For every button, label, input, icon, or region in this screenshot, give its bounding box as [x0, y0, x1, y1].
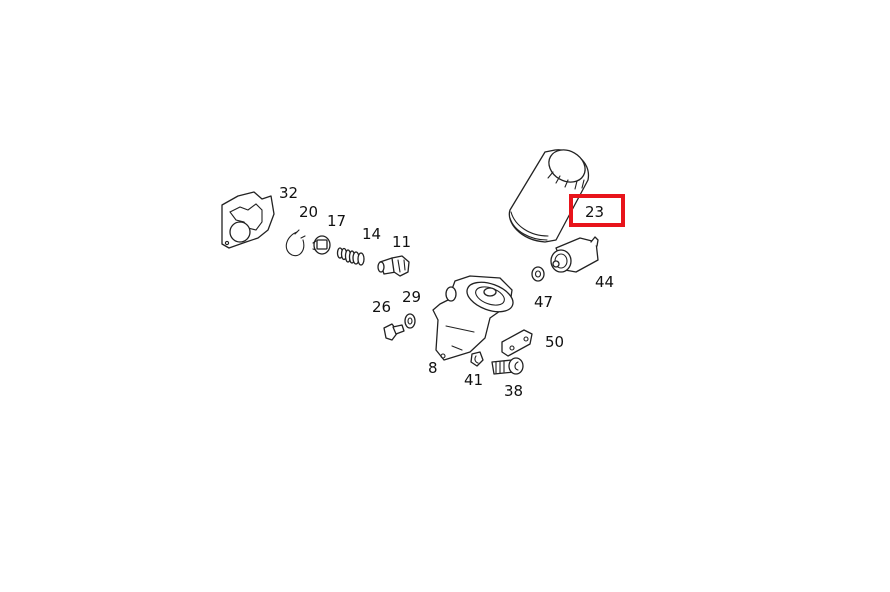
oil-filter-housing-icon[interactable] — [432, 275, 517, 361]
part-label-11[interactable]: 11 — [392, 233, 412, 251]
screw-plug-icon[interactable] — [377, 255, 410, 277]
part-label-29[interactable]: 29 — [402, 288, 422, 306]
part-label-20[interactable]: 20 — [299, 203, 319, 221]
part-label-8[interactable]: 8 — [428, 359, 438, 377]
part-label-23[interactable]: 23 — [585, 203, 605, 221]
bracket-plate-icon[interactable] — [501, 329, 533, 357]
seal-ring-icon[interactable] — [531, 266, 545, 282]
bolt-icon[interactable] — [383, 323, 405, 341]
part-label-47[interactable]: 47 — [534, 293, 554, 311]
part-label-50[interactable]: 50 — [545, 333, 565, 351]
part-label-14[interactable]: 14 — [362, 225, 382, 243]
part-label-44[interactable]: 44 — [595, 273, 615, 291]
spring-icon[interactable] — [336, 247, 365, 266]
circlip-icon[interactable] — [285, 229, 306, 257]
gasket-icon[interactable] — [221, 191, 275, 249]
part-label-26[interactable]: 26 — [372, 298, 392, 316]
oil-filter-icon[interactable] — [508, 144, 591, 243]
valve-piston-icon[interactable] — [312, 235, 331, 255]
washer-icon[interactable] — [404, 313, 416, 329]
part-label-41[interactable]: 41 — [464, 371, 484, 389]
nut-icon[interactable] — [470, 351, 484, 367]
part-label-17[interactable]: 17 — [327, 212, 347, 230]
part-label-38[interactable]: 38 — [504, 382, 524, 400]
highlight-box-part-23 — [569, 194, 625, 227]
hollow-bolt-icon[interactable] — [491, 357, 524, 375]
oil-pressure-switch-icon[interactable] — [550, 236, 599, 273]
part-label-32[interactable]: 32 — [279, 184, 299, 202]
